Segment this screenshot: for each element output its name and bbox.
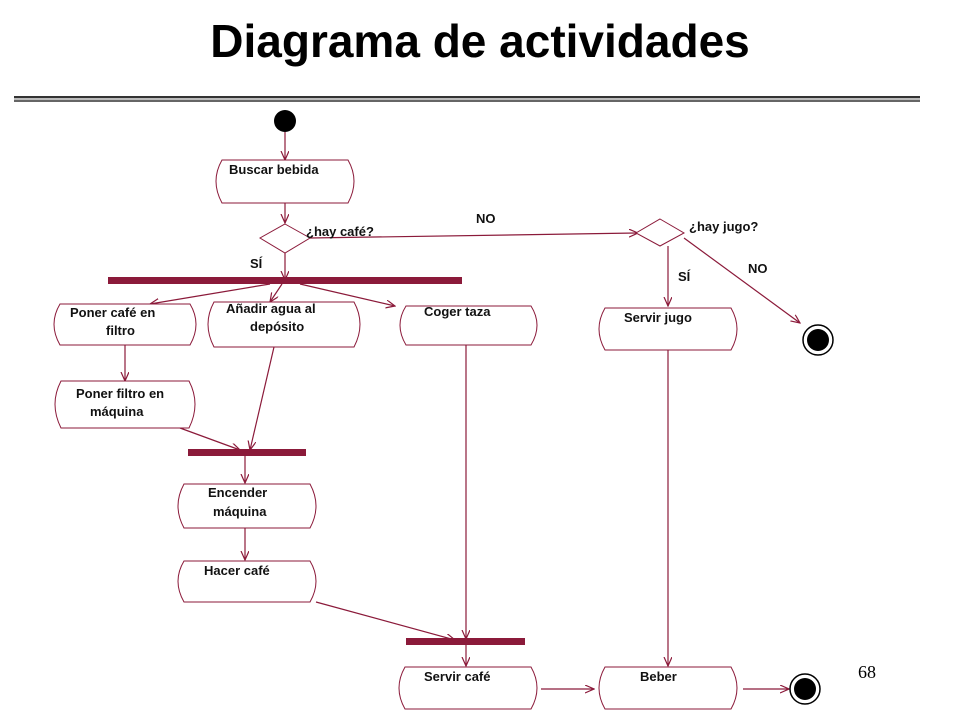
label-poner-filtro-line2: máquina bbox=[90, 404, 144, 419]
label-si-hay-jugo: SÍ bbox=[678, 269, 691, 284]
label-si-hay-cafe: SÍ bbox=[250, 256, 263, 271]
activity-servir-jugo bbox=[598, 307, 738, 351]
activity-hacer-cafe bbox=[177, 560, 317, 603]
flow-hacer-join2 bbox=[315, 601, 455, 640]
flow-poner-filtro-join bbox=[179, 427, 240, 450]
activity-anadir-agua bbox=[207, 301, 361, 348]
label-buscar-bebida: Buscar bebida bbox=[229, 162, 319, 177]
page-number: 68 bbox=[858, 662, 876, 682]
label-encender-line1: Encender bbox=[208, 485, 267, 500]
label-hacer-cafe: Hacer café bbox=[204, 563, 270, 578]
decision-hay-cafe bbox=[259, 223, 311, 254]
label-coger-taza: Coger taza bbox=[424, 304, 491, 319]
activity-servir-cafe bbox=[398, 666, 538, 710]
activity-beber bbox=[598, 666, 738, 710]
activity-coger-taza bbox=[399, 305, 538, 346]
label-anadir-agua-line2: depósito bbox=[250, 319, 304, 334]
fork-bar bbox=[108, 277, 462, 284]
join-bar-maquina bbox=[188, 449, 306, 456]
label-poner-cafe-line1: Poner café en bbox=[70, 305, 155, 320]
activity-buscar-bebida bbox=[215, 159, 355, 204]
flow-anadir-agua-join bbox=[250, 346, 275, 450]
activity-encender-maquina bbox=[177, 483, 317, 529]
label-anadir-agua-line1: Añadir agua al bbox=[226, 301, 316, 316]
title-divider bbox=[14, 96, 920, 102]
join-bar-servir bbox=[406, 638, 525, 645]
activity-poner-cafe-filtro bbox=[53, 303, 197, 346]
label-servir-jugo: Servir jugo bbox=[624, 310, 692, 325]
label-no-hay-cafe: NO bbox=[476, 211, 496, 226]
flow-fork-anadir-agua bbox=[270, 283, 283, 302]
final-node-end-inner bbox=[794, 678, 816, 700]
label-encender-line2: máquina bbox=[213, 504, 267, 519]
flow-fork-coger-taza bbox=[299, 283, 395, 306]
activity-poner-filtro-maquina bbox=[54, 380, 196, 429]
label-servir-cafe: Servir café bbox=[424, 669, 491, 684]
label-no-hay-jugo: NO bbox=[748, 261, 768, 276]
label-beber: Beber bbox=[640, 669, 677, 684]
flow-no-hay-jugo bbox=[683, 237, 800, 323]
label-hay-cafe: ¿hay café? bbox=[306, 224, 374, 239]
decision-hay-jugo bbox=[634, 218, 686, 247]
flow-no-hay-cafe bbox=[309, 233, 638, 239]
label-poner-cafe-line2: filtro bbox=[106, 323, 135, 338]
final-node-no-jugo-inner bbox=[807, 329, 829, 351]
label-hay-jugo: ¿hay jugo? bbox=[689, 219, 758, 234]
label-poner-filtro-line1: Poner filtro en bbox=[76, 386, 164, 401]
page-title: Diagrama de actividades bbox=[210, 15, 750, 67]
flow-fork-poner-cafe bbox=[150, 283, 271, 304]
initial-node bbox=[274, 110, 296, 132]
